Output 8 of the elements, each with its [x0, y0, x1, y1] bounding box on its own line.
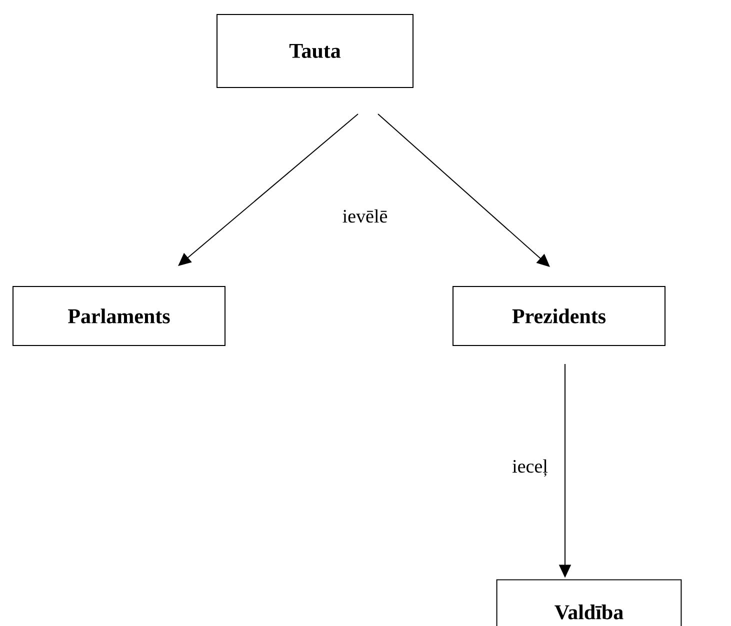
box: Prezidents [452, 286, 666, 346]
box: Valdība [496, 579, 682, 626]
box: Tauta [216, 14, 414, 88]
arrow [178, 114, 358, 266]
arrow [378, 114, 550, 267]
box: Parlaments [12, 286, 226, 346]
edge-label: ieceļ [511, 458, 549, 478]
label: ievēlē [342, 209, 388, 223]
